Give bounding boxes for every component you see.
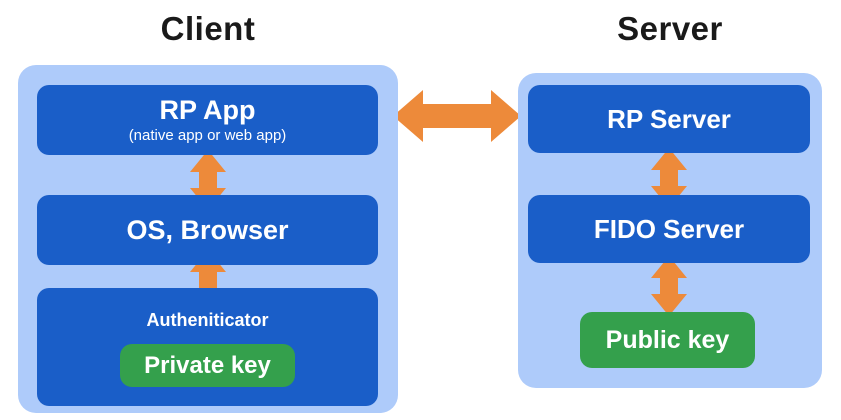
- rp-server-fido-server-double-arrow-icon: [651, 148, 687, 208]
- client-title: Client: [160, 10, 256, 47]
- rp-app-sublabel: (native app or web app): [128, 126, 287, 144]
- rp-app-box: RP App (native app or web app): [37, 85, 378, 155]
- server-title: Server: [617, 10, 723, 47]
- rp-app-rp-server-double-arrow-icon: [393, 90, 521, 142]
- rp-server-label: RP Server: [607, 103, 731, 134]
- authenticator-box: Autheniticator Private key: [37, 288, 378, 406]
- rp-server-box: RP Server: [528, 85, 810, 153]
- private-key-label: Private key: [144, 351, 271, 379]
- fido-server-label: FIDO Server: [593, 213, 745, 244]
- fido-server-public-key-double-arrow-icon: [651, 256, 687, 316]
- os-browser-box: OS, Browser: [37, 195, 378, 265]
- client-panel: RP App (native app or web app) OS, Brows…: [18, 65, 398, 413]
- private-key-box: Private key: [120, 344, 295, 387]
- fido-server-box: FIDO Server: [528, 195, 810, 263]
- server-panel: RP Server FIDO Server Public key: [518, 73, 822, 388]
- os-browser-label: OS, Browser: [126, 214, 289, 245]
- authenticator-label: Autheniticator: [146, 310, 269, 330]
- rp-app-label: RP App: [159, 95, 256, 126]
- public-key-box: Public key: [580, 312, 755, 368]
- public-key-label: Public key: [605, 325, 730, 354]
